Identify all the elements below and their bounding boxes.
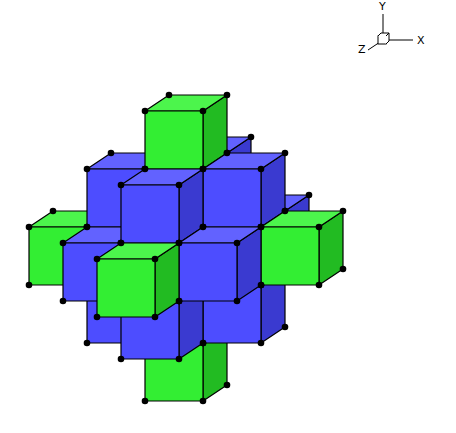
vertex-dot xyxy=(176,240,183,247)
vertex-dot xyxy=(118,240,125,247)
vertex-dot xyxy=(176,240,183,247)
vertex-dot xyxy=(142,166,149,173)
vertex-dot xyxy=(166,92,173,99)
vertex-dot xyxy=(224,150,231,157)
vertex-dot xyxy=(60,240,67,247)
vertex-dot xyxy=(258,224,265,231)
vertex-dot xyxy=(200,108,207,115)
vertex-dot xyxy=(142,166,149,173)
vertex-dot xyxy=(176,298,183,305)
vertex-dot xyxy=(200,166,207,173)
vertex-dot xyxy=(108,150,115,157)
cube-face xyxy=(145,111,203,169)
vertex-dot xyxy=(200,224,207,231)
vertex-dot xyxy=(316,282,323,289)
vertex-dot xyxy=(258,282,265,289)
vertex-dot xyxy=(282,208,289,215)
vertex-dot xyxy=(60,298,67,305)
axis-triad xyxy=(368,14,413,50)
axis-label: X xyxy=(417,35,425,46)
vertex-dot xyxy=(200,340,207,347)
vertex-dot xyxy=(118,356,125,363)
vertex-dot xyxy=(84,340,91,347)
vertex-dot xyxy=(248,134,255,141)
vertex-dot xyxy=(200,340,207,347)
vertex-dot xyxy=(224,382,231,389)
vertex-dot xyxy=(84,224,91,231)
cube-face xyxy=(261,211,343,227)
vertex-dot xyxy=(152,314,159,321)
vertex-dot xyxy=(258,224,265,231)
vertex-dot xyxy=(118,240,125,247)
axis-label: Y xyxy=(379,1,386,12)
cube-cluster xyxy=(26,92,347,405)
vertex-dot xyxy=(200,224,207,231)
vertex-dot xyxy=(118,182,125,189)
vertex-dot xyxy=(200,166,207,173)
cube-face xyxy=(261,227,319,285)
vertex-dot xyxy=(94,256,101,263)
vertex-dot xyxy=(176,240,183,247)
vertex-dot xyxy=(26,224,33,231)
vertex-dot xyxy=(282,324,289,331)
cube-face xyxy=(179,243,237,301)
vertex-dot xyxy=(176,298,183,305)
cube-face xyxy=(203,153,285,169)
axis-cube xyxy=(378,33,389,44)
vertex-dot xyxy=(84,224,91,231)
vertex-dot xyxy=(258,340,265,347)
cube-face xyxy=(145,95,227,111)
vertex-dot xyxy=(176,182,183,189)
axis-cube xyxy=(386,33,389,36)
cube-face xyxy=(97,243,179,259)
vertex-dot xyxy=(340,266,347,273)
vertex-dot xyxy=(258,224,265,231)
cube-face xyxy=(97,259,155,317)
vertex-dot xyxy=(258,282,265,289)
vertex-dot xyxy=(26,282,33,289)
vertex-dot xyxy=(234,298,241,305)
vertex-dot xyxy=(200,224,207,231)
vertex-dot xyxy=(152,256,159,263)
axis-label: Z xyxy=(358,44,366,55)
vertex-dot xyxy=(282,150,289,157)
cube-face xyxy=(179,227,261,243)
vertex-dot xyxy=(176,298,183,305)
vertex-dot xyxy=(340,208,347,215)
vertex-dot xyxy=(234,240,241,247)
vertex-dot xyxy=(258,282,265,289)
vertex-dot xyxy=(84,166,91,173)
vertex-dot xyxy=(50,208,57,215)
vertex-dot xyxy=(258,166,265,173)
vertex-dot xyxy=(84,224,91,231)
vertex-dot xyxy=(224,150,231,157)
vertex-dot xyxy=(118,240,125,247)
vertex-dot xyxy=(142,108,149,115)
vertex-dot xyxy=(142,166,149,173)
cube-face xyxy=(121,169,203,185)
vertex-dot xyxy=(200,398,207,405)
vertex-dot xyxy=(316,224,323,231)
vertex-dot xyxy=(306,192,313,199)
vertex-dot xyxy=(176,356,183,363)
vertex-dot xyxy=(142,398,149,405)
vertex-dot xyxy=(282,208,289,215)
vertex-dot xyxy=(282,208,289,215)
vertex-dot xyxy=(200,340,207,347)
vertex-dot xyxy=(224,150,231,157)
vertex-dot xyxy=(200,166,207,173)
cube-face xyxy=(121,185,179,243)
vertex-dot xyxy=(94,314,101,321)
cube-face xyxy=(203,169,261,227)
vertex-dot xyxy=(224,92,231,99)
